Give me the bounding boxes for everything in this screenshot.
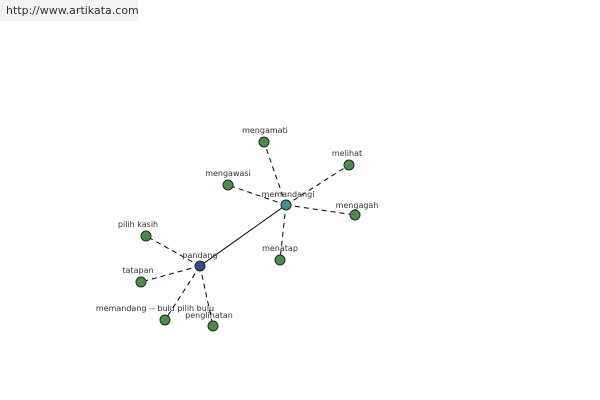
edge-pandang-penglihatan: [199, 265, 214, 327]
node-melihat[interactable]: [343, 159, 355, 171]
node-mengamati[interactable]: [258, 136, 270, 148]
node-label-mengawasi[interactable]: mengawasi: [205, 169, 251, 178]
node-mengawasi[interactable]: [222, 179, 234, 191]
nodes-layer: [135, 136, 361, 332]
node-label-mengagah[interactable]: mengagah: [336, 201, 379, 210]
node-pandang[interactable]: [194, 260, 206, 272]
node-memandang-bulu[interactable]: [159, 314, 171, 326]
node-label-tatapan[interactable]: tatapan: [122, 266, 153, 275]
edge-pandang-tatapan: [140, 265, 201, 283]
edge-memandangi-menatap: [279, 204, 287, 261]
node-label-melihat[interactable]: melihat: [332, 149, 362, 158]
node-memandangi[interactable]: [280, 199, 292, 211]
node-label-pilih-kasih[interactable]: pilih kasih: [118, 220, 158, 229]
node-label-pandang[interactable]: pandang: [182, 251, 217, 260]
edge-memandangi-mengagah: [285, 204, 356, 216]
edge-pandang-memandangi: [199, 204, 287, 267]
node-label-menatap[interactable]: menatap: [262, 244, 298, 253]
node-label-memandang-bulu[interactable]: memandang -- bulu pilih bulu: [96, 304, 214, 313]
source-url[interactable]: http://www.artikata.com: [0, 0, 139, 21]
node-label-penglihatan[interactable]: penglihatan: [185, 311, 233, 320]
node-menatap[interactable]: [274, 254, 286, 266]
edge-pandang-memandang-bulu: [164, 265, 201, 321]
edge-memandangi-melihat: [285, 164, 350, 206]
node-label-mengamati[interactable]: mengamati: [242, 126, 288, 135]
edge-memandangi-mengawasi: [227, 184, 287, 206]
node-mengagah[interactable]: [349, 209, 361, 221]
edges-layer: [140, 141, 356, 327]
edge-pandang-pilih-kasih: [145, 235, 201, 267]
node-penglihatan[interactable]: [207, 320, 219, 332]
labels-layer: pandang memandangi mengamati melihat mengawa…: [96, 126, 379, 320]
node-label-memandangi[interactable]: memandangi: [262, 190, 315, 199]
edge-memandangi-mengamati: [263, 141, 287, 206]
node-pilih-kasih[interactable]: [140, 230, 152, 242]
node-tatapan[interactable]: [135, 276, 147, 288]
